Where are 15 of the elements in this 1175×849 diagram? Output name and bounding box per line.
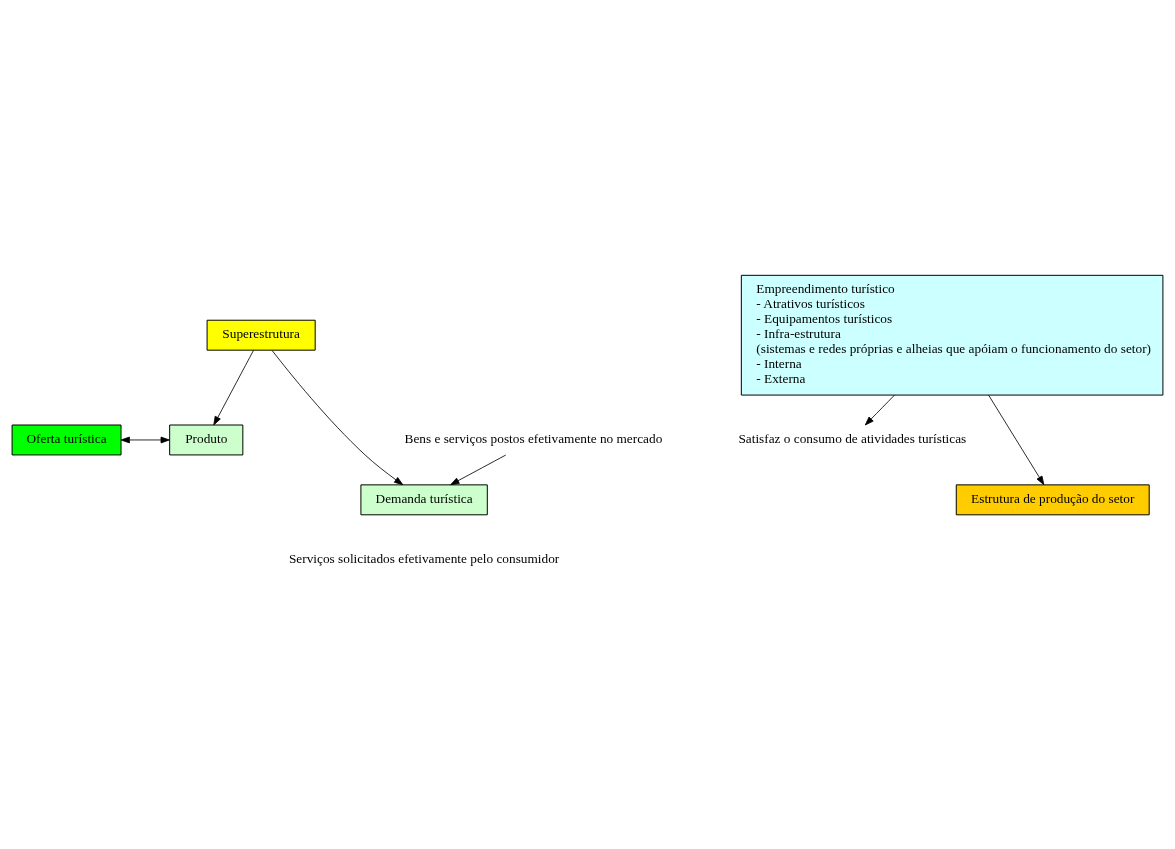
node-text: Bens e serviços postos efetivamente no mercado: [404, 430, 663, 446]
node-text: Satisfaz o consumo de atividades turísticas: [738, 430, 967, 446]
arrow: [988, 394, 1045, 485]
arrow: [120, 436, 170, 443]
arrow: [271, 349, 404, 485]
arrow: [864, 394, 895, 425]
node-box: Empreendimento turístico - Atrativos turísticos - Equipamentos turísticos - Infra-estrutura (sistemas e redes próprias e alheias que apóiam o funcionamento do setor) - Interna - Externa: [740, 274, 1164, 396]
node-box: Superestrutura: [206, 319, 316, 351]
arrow: [213, 349, 254, 425]
arrow: [450, 454, 507, 485]
node-label: Serviços solicitados efetivamente pelo consumidor: [288, 550, 560, 566]
node-box: Oferta turística: [11, 424, 122, 455]
node-box: Estrutura de produção do setor: [955, 483, 1150, 515]
node-box: Demanda turística: [360, 483, 488, 515]
node-box: Produto: [169, 424, 244, 455]
